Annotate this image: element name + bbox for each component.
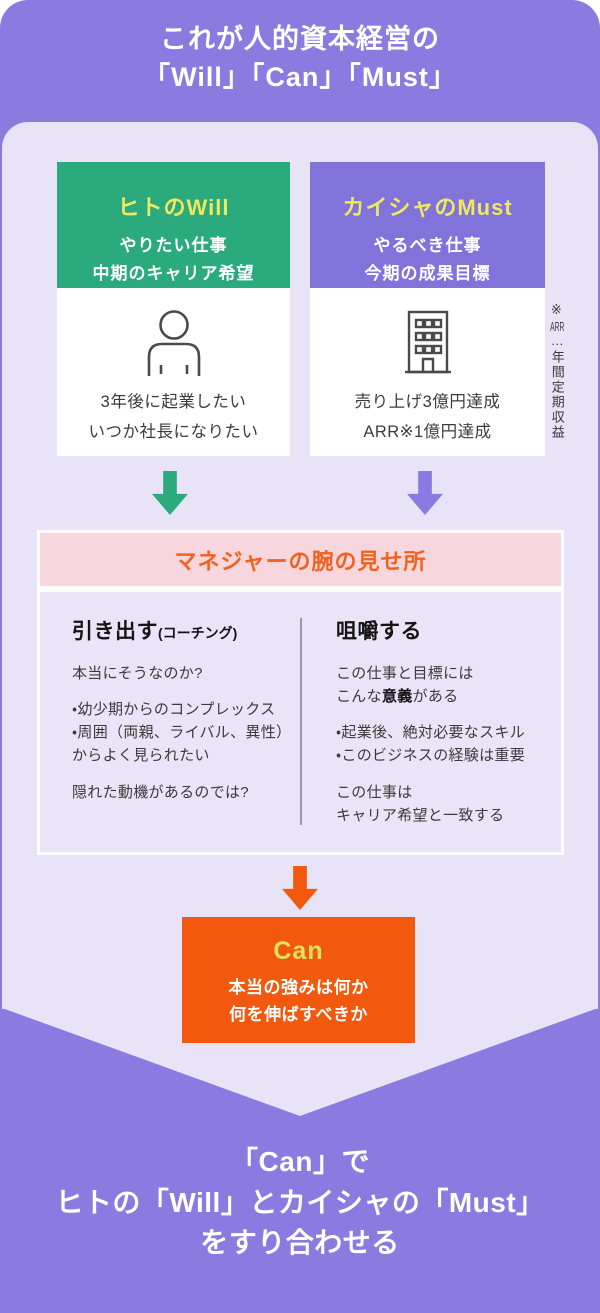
interpret-intro-line2-pre: こんな: [336, 687, 382, 705]
interpret-column: 咀嚼する この仕事と目標には こんな意義がある ・起業後、絶対必要なスキル ・こ…: [336, 616, 551, 840]
must-card: カイシャのMust やるべき仕事 今期の成果目標 売り上げ3億円達成 ARR※: [310, 162, 545, 456]
will-card-text-line1: 3年後に起業したい: [100, 393, 247, 411]
can-box-text-line2: 何を伸ばすべきか: [229, 1005, 368, 1025]
page-title-line2: 「Will」「Can」「Must」: [143, 62, 457, 93]
coaching-heading-main: 引き出す: [72, 620, 158, 643]
coaching-bullet1: ・幼少期からのコンプレックス: [72, 700, 276, 718]
arr-footnote-mark: ※: [549, 303, 565, 320]
will-card-sub-line2: 中期のキャリア希望: [92, 264, 255, 284]
must-card-body: 売り上げ3億円達成 ARR※1億円達成: [310, 288, 545, 456]
will-card-text-line2: いつか社長になりたい: [88, 422, 259, 441]
can-box-text: 本当の強みは何か 何を伸ばすべきか: [182, 974, 415, 1028]
will-card-header: ヒトのWill やりたい仕事 中期のキャリア希望: [57, 162, 290, 288]
coaching-question2: 隠れた動機があるのでは?: [72, 783, 249, 801]
coaching-bullet2-line2: からよく見られたい: [72, 747, 210, 765]
conclusion-text: 「Can」で ヒトの「Will」とカイシャの「Must」 をすり合わせる: [0, 1142, 600, 1264]
arr-footnote-definition: 年間定期収益: [549, 350, 565, 440]
coaching-question1: 本当にそうなのか?: [72, 664, 203, 682]
building-icon: [310, 304, 545, 380]
arr-footnote: ※ARR…年間定期収益: [546, 303, 567, 473]
arr-footnote-ellipsis: …: [549, 333, 565, 350]
manager-columns-box: 引き出す(コーチング) 本当にそうなのか? ・幼少期からのコンプレックス ・周囲…: [37, 589, 564, 855]
interpret-column-heading: 咀嚼する: [336, 620, 422, 643]
manager-band: マネジャーの腕の見せ所: [37, 530, 564, 589]
can-box-text-line1: 本当の強みは何か: [228, 978, 369, 997]
must-card-sub-line2: 今期の成果目標: [364, 264, 491, 284]
interpret-intro-line2: こんな意義がある: [336, 685, 551, 708]
conclusion-line1: 「Can」で: [230, 1146, 370, 1177]
coaching-heading-suffix: (コーチング): [158, 625, 238, 641]
interpret-outro-line2: キャリア希望と一致する: [336, 806, 505, 824]
interpret-intro-line2-bold: 意義: [381, 687, 413, 705]
person-icon: [57, 304, 290, 380]
page-title-line1: これが人的資本経営の: [160, 24, 440, 54]
conclusion-line2: ヒトの「Will」とカイシャの「Must」: [55, 1186, 545, 1218]
conclusion-line3: をすり合わせる: [200, 1227, 400, 1259]
manager-band-label: マネジャーの腕の見せ所: [174, 548, 427, 574]
must-card-header: カイシャのMust やるべき仕事 今期の成果目標: [310, 162, 545, 288]
must-card-heading: カイシャのMust: [342, 195, 513, 220]
column-divider: [300, 618, 302, 825]
must-card-text-line1: 売り上げ3億円達成: [354, 393, 501, 411]
will-card-subheading: やりたい仕事 中期のキャリア希望: [57, 232, 290, 288]
must-card-subheading: やるべき仕事 今期の成果目標: [310, 232, 545, 288]
interpret-intro-line2-post: がある: [412, 687, 459, 705]
coaching-column-heading: 引き出す(コーチング): [72, 616, 304, 649]
can-box-heading: Can: [273, 937, 324, 965]
coaching-column: 引き出す(コーチング) 本当にそうなのか? ・幼少期からのコンプレックス ・周囲…: [72, 616, 304, 804]
can-box: Can 本当の強みは何か 何を伸ばすべきか: [182, 917, 415, 1043]
interpret-intro-line1: この仕事と目標には: [336, 664, 474, 682]
page-title: これが人的資本経営の 「Will」「Can」「Must」: [0, 20, 600, 97]
will-card-heading: ヒトのWill: [117, 195, 230, 220]
interpret-bullet2: ・このビジネスの経験は重要: [336, 747, 526, 765]
will-card-sub-line1: やりたい仕事: [119, 236, 228, 255]
coaching-bullet2-line1: ・周囲（両親、ライバル、異性）: [72, 724, 292, 742]
will-card: ヒトのWill やりたい仕事 中期のキャリア希望 3年後に起業したい いつか社長…: [57, 162, 290, 456]
will-card-text: 3年後に起業したい いつか社長になりたい: [57, 388, 290, 447]
interpret-bullet1: ・起業後、絶対必要なスキル: [336, 724, 526, 742]
must-card-text: 売り上げ3億円達成 ARR※1億円達成: [310, 388, 545, 447]
arr-footnote-term: ARR: [550, 320, 565, 333]
must-card-sub-line1: やるべき仕事: [373, 236, 482, 255]
must-card-text-line2: ARR※1億円達成: [363, 422, 492, 441]
will-card-body: 3年後に起業したい いつか社長になりたい: [57, 288, 290, 456]
interpret-outro-line1: この仕事は: [336, 783, 413, 801]
